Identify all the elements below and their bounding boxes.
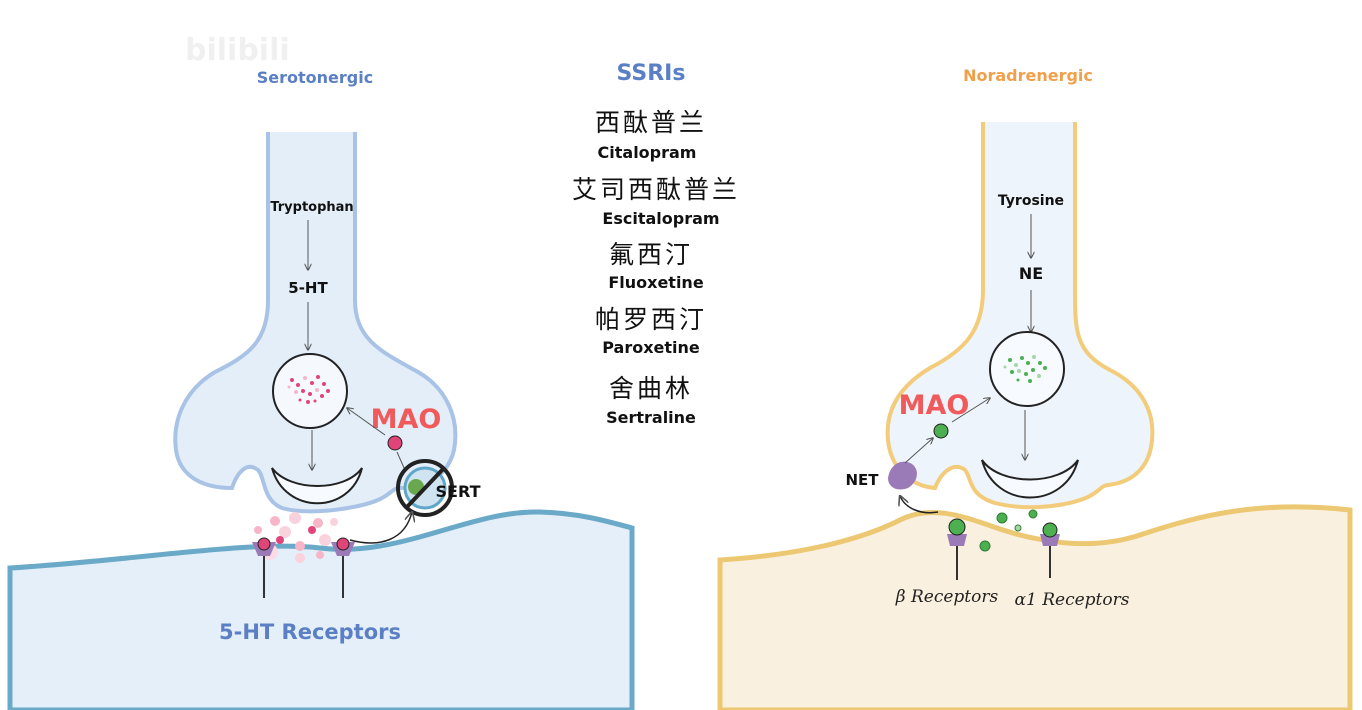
net-transporter: NET — [845, 438, 933, 490]
ne-particle — [1032, 355, 1036, 359]
serotonin-particle — [316, 375, 320, 379]
cleft-serotonin-particle — [295, 541, 305, 551]
sert-transporter-blocked: SERT — [396, 459, 481, 517]
postsynaptic-membrane-serotonin — [7, 509, 635, 710]
release-crescent-serotonin — [271, 467, 363, 505]
serotonin-particle — [298, 398, 302, 402]
serotonin-particle — [320, 394, 324, 398]
ne-label: NE — [1019, 264, 1043, 283]
ne-particle — [1020, 356, 1024, 360]
cleft-ne-particle — [996, 512, 1008, 524]
bilibili-watermark: bilibili — [185, 33, 290, 68]
synaptic-cleft-serotonin-particles — [254, 512, 338, 563]
serotonin-particle — [313, 399, 317, 403]
drug-cn-paroxetine: 帕罗西汀 — [595, 305, 707, 334]
ne-particle — [1010, 370, 1014, 374]
serotonin-particle — [290, 378, 294, 382]
serotonin-particle — [322, 382, 326, 386]
cleft-serotonin-particle — [279, 526, 291, 538]
ne-particle — [1008, 358, 1012, 362]
alpha1-receptors-label: α1 Receptors — [1015, 590, 1130, 610]
drug-en-escitalopram: Escitalopram — [602, 209, 719, 228]
beta-receptor — [947, 518, 967, 580]
ne-particle — [1037, 374, 1041, 378]
cleft-serotonin-particle — [330, 518, 338, 526]
serotonin-particle — [294, 390, 298, 394]
5ht-receptors-label: 5-HT Receptors — [219, 620, 401, 644]
tryptophan-label: Tryptophan — [270, 200, 353, 215]
synaptic-vesicle-serotonin — [272, 353, 348, 429]
cleft-serotonin-particle — [319, 534, 331, 546]
drug-cn-escitalopram: 艾司西酞普兰 — [572, 175, 740, 204]
serotonin-particle — [326, 389, 330, 393]
cleft-serotonin-particle — [276, 536, 284, 544]
vesicle-ne-particles — [1003, 355, 1047, 383]
ne-particle — [1031, 368, 1035, 372]
vesicle-serotonin-particles — [287, 375, 330, 404]
drug-en-paroxetine: Paroxetine — [602, 338, 700, 357]
drug-cn-sertraline: 舍曲林 — [609, 374, 693, 403]
ne-particle — [1043, 366, 1047, 370]
drug-cn-citalopram: 西酞普兰 — [595, 108, 707, 137]
noradrenergic-panel: Tyrosine NE MAO NET β Receptors — [717, 66, 1353, 710]
ne-particle — [1003, 365, 1007, 369]
mao-particle-norepinephrine — [933, 423, 949, 439]
ssris-title: SSRIs — [617, 61, 686, 86]
drug-en-citalopram: Citalopram — [598, 143, 697, 162]
drug-en-fluoxetine: Fluoxetine — [608, 273, 703, 292]
cleft-ne-particle — [1014, 524, 1022, 532]
serotonin-particle — [310, 381, 314, 385]
cleft-serotonin-particle — [316, 551, 324, 559]
postsynaptic-membrane-norepinephrine — [717, 504, 1353, 710]
serotonin-particle — [303, 376, 307, 380]
drug-en-sertraline: Sertraline — [606, 408, 696, 427]
cleft-serotonin-particle — [270, 516, 280, 526]
ne-particle — [1014, 363, 1018, 367]
serotonin-particle — [296, 383, 300, 387]
5ht-label: 5-HT — [288, 279, 328, 297]
mao-particle-serotonin — [387, 435, 403, 451]
synaptic-cleft-ne-particles — [979, 509, 1038, 552]
5ht-receptor-right — [331, 537, 355, 598]
beta-receptors-label: β Receptors — [895, 587, 999, 607]
mao-label-norepinephrine: MAO — [899, 390, 970, 421]
cleft-serotonin-particle — [308, 526, 316, 534]
ne-particle — [1017, 369, 1021, 373]
noradrenergic-title: Noradrenergic — [963, 66, 1093, 85]
release-crescent-norepinephrine — [981, 459, 1079, 499]
cleft-ne-particle — [979, 540, 991, 552]
ne-particle — [1016, 378, 1020, 382]
tyrosine-label: Tyrosine — [998, 193, 1064, 209]
ne-particle — [1024, 372, 1028, 376]
presynaptic-neuron-norepinephrine — [885, 122, 1155, 510]
synaptic-vesicle-norepinephrine — [989, 331, 1065, 407]
ne-particle — [1038, 361, 1042, 365]
net-label: NET — [845, 471, 879, 489]
serotonergic-title: Serotonergic — [257, 68, 373, 87]
ssri-drug-list: SSRIs 西酞普兰 Citalopram 艾司西酞普兰 Escitalopra… — [572, 61, 740, 427]
cleft-ne-particle — [1028, 509, 1038, 519]
ne-particle — [1026, 361, 1030, 365]
5ht-receptor-left — [252, 537, 276, 598]
serotonergic-panel: Tryptophan 5-HT MAO SERT — [7, 68, 635, 710]
cleft-serotonin-particle — [295, 553, 305, 563]
cleft-serotonin-particle — [254, 526, 262, 534]
serotonin-particle — [306, 400, 310, 404]
serotonin-particle — [315, 388, 319, 392]
serotonin-particle — [301, 389, 305, 393]
drug-cn-fluoxetine: 氟西汀 — [609, 240, 693, 269]
alpha1-receptor — [1040, 522, 1060, 578]
sert-label: SERT — [436, 482, 481, 501]
cleft-serotonin-particle — [289, 512, 301, 524]
presynaptic-neuron-serotonin — [173, 132, 458, 514]
ne-particle — [1028, 379, 1032, 383]
serotonin-particle — [287, 385, 291, 389]
serotonin-particle — [308, 392, 312, 396]
cleft-serotonin-particle — [313, 518, 323, 528]
mao-label-serotonin: MAO — [371, 404, 442, 435]
